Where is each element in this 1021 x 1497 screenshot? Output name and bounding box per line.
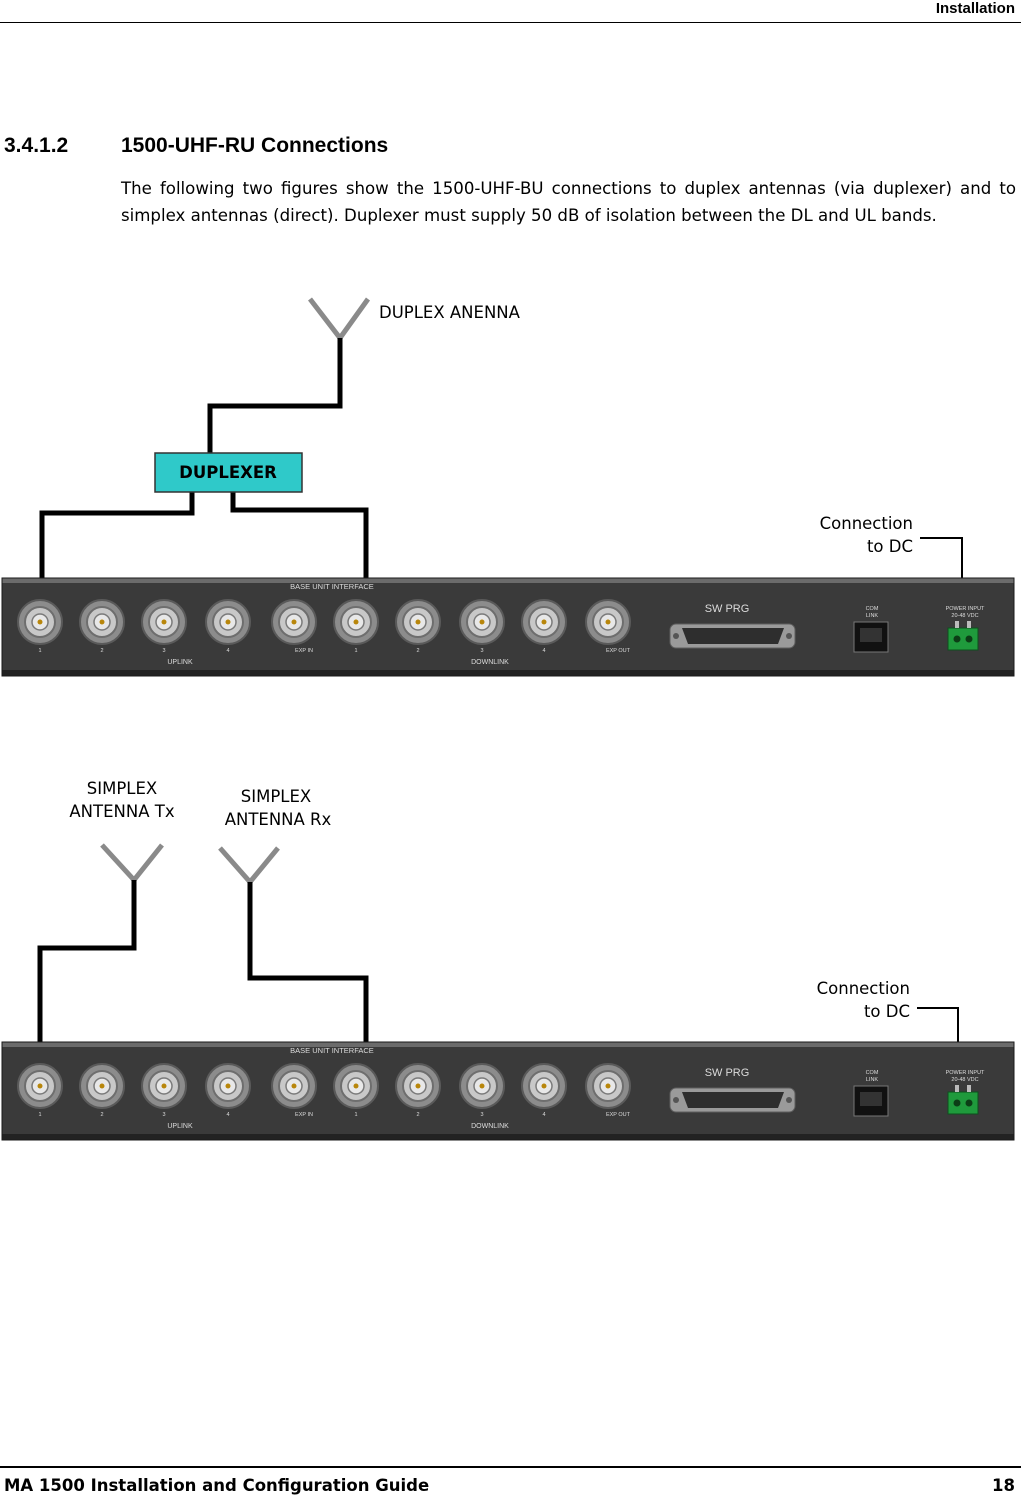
rf-connector-icon — [141, 1063, 187, 1109]
uplink-label: UPLINK — [167, 1123, 193, 1130]
port-label: EXP IN — [295, 648, 313, 654]
base-unit-rear-panel: BASE UNIT INTERFACE 1 2 3 4 EXP IN 1 2 3 4 EXP OUT… — [1, 1041, 1015, 1141]
rf-connector-icon — [585, 599, 631, 645]
port-label: 3 — [480, 1112, 483, 1118]
port-label: 1 — [354, 648, 357, 654]
duplexer-label: DUPLEXER — [179, 463, 277, 482]
rf-connector-icon — [17, 1063, 63, 1109]
simplex-tx-antenna-icon — [100, 843, 164, 884]
sw-prg-label: SW PRG — [705, 1067, 750, 1079]
section-title: 1500-UHF-RU Connections — [121, 134, 389, 157]
port-label: 4 — [542, 1112, 545, 1118]
rx-label-line2: ANTENNA Rx — [225, 810, 332, 829]
port-label: 4 — [226, 1112, 229, 1118]
port-label: 3 — [480, 648, 483, 654]
header-title: Installation — [935, 0, 1015, 17]
tx-label-line2: ANTENNA Tx — [69, 802, 174, 821]
com-link-port-icon — [853, 1085, 889, 1117]
power-label: 20-48 VDC — [951, 613, 978, 619]
duplexer-box — [154, 452, 303, 493]
rf-connector-icon — [585, 1063, 631, 1109]
duplex-antenna-label: DUPLEX ANENNA — [379, 303, 521, 322]
footer-page-number: 18 — [992, 1476, 1015, 1495]
page-header: Installation — [0, 0, 1021, 23]
rf-connector-icon — [141, 599, 187, 645]
rx-label-line1: SIMPLEX — [241, 787, 311, 806]
db25-port-icon — [669, 623, 796, 649]
port-label: 2 — [416, 1112, 419, 1118]
downlink-label: DOWNLINK — [471, 659, 509, 666]
rf-connector-icon — [521, 599, 567, 645]
rf-connector-icon — [17, 599, 63, 645]
port-label: 2 — [416, 648, 419, 654]
rf-connector-icon — [521, 1063, 567, 1109]
sw-prg-label: SW PRG — [705, 603, 750, 615]
power-terminal-icon — [947, 1085, 979, 1115]
rf-connector-icon — [395, 599, 441, 645]
rf-connector-icon — [459, 599, 505, 645]
footer-doc-title: MA 1500 Installation and Configuration G… — [4, 1476, 430, 1495]
com-label: COM — [866, 1070, 879, 1076]
simplex-connection-diagram: SIMPLEX ANTENNA Tx SIMPLEX ANTENNA Rx Co… — [1, 779, 1015, 1141]
rf-connector-icon — [79, 599, 125, 645]
port-label: 4 — [226, 648, 229, 654]
base-unit-rear-panel: BASE UNIT INTERFACE 1 2 3 4 EXP IN 1 2 3 4 EXP OUT… — [1, 577, 1015, 677]
rf-connector-icon — [271, 599, 317, 645]
port-label: 1 — [38, 648, 41, 654]
com-label: COM — [866, 606, 879, 612]
port-label: 1 — [354, 1112, 357, 1118]
rf-connector-icon — [395, 1063, 441, 1109]
panel-top-label: BASE UNIT INTERFACE — [290, 1046, 374, 1055]
duplex-cables — [39, 338, 369, 610]
com-label: LINK — [866, 613, 879, 619]
com-link-port-icon — [853, 621, 889, 653]
rf-connector-icon — [205, 599, 251, 645]
section-number: 3.4.1.2 — [4, 134, 69, 157]
com-label: LINK — [866, 1077, 879, 1083]
rf-connector-icon — [333, 599, 379, 645]
dc-label-line2: to DC — [864, 1002, 910, 1021]
rf-connector-icon — [205, 1063, 251, 1109]
dc-label-line2: to DC — [867, 537, 913, 556]
power-label: POWER INPUT — [946, 1070, 985, 1076]
tx-label-line1: SIMPLEX — [87, 779, 157, 798]
db25-port-icon — [669, 1087, 796, 1113]
dc-label-line1: Connection — [820, 514, 913, 533]
port-label: 3 — [162, 1112, 165, 1118]
rf-connector-icon — [271, 1063, 317, 1109]
port-label: 4 — [542, 648, 545, 654]
port-label: 3 — [162, 648, 165, 654]
uplink-label: UPLINK — [167, 659, 193, 666]
power-label: POWER INPUT — [946, 606, 985, 612]
port-label: 1 — [38, 1112, 41, 1118]
panel-top-label: BASE UNIT INTERFACE — [290, 582, 374, 591]
section-body: The following two figures show the 1500-… — [121, 179, 1016, 225]
duplex-connection-diagram: DUPLEXER DUPLEX ANENNA Connection to DC … — [1, 297, 1015, 677]
power-terminal-icon — [947, 621, 979, 651]
port-label: 2 — [100, 648, 103, 654]
duplex-antenna-icon — [308, 297, 371, 343]
rf-connector-icon — [459, 1063, 505, 1109]
port-label: EXP IN — [295, 1112, 313, 1118]
rf-connector-icon — [333, 1063, 379, 1109]
port-label: EXP OUT — [606, 1112, 631, 1118]
rf-connector-icon — [79, 1063, 125, 1109]
downlink-label: DOWNLINK — [471, 1123, 509, 1130]
port-label: 2 — [100, 1112, 103, 1118]
power-label: 20-48 VDC — [951, 1077, 978, 1083]
port-label: EXP OUT — [606, 648, 631, 654]
footer-rule — [0, 1466, 1021, 1468]
simplex-rx-antenna-icon — [218, 846, 280, 886]
dc-label-line1: Connection — [817, 979, 910, 998]
simplex-cables — [37, 880, 369, 1070]
